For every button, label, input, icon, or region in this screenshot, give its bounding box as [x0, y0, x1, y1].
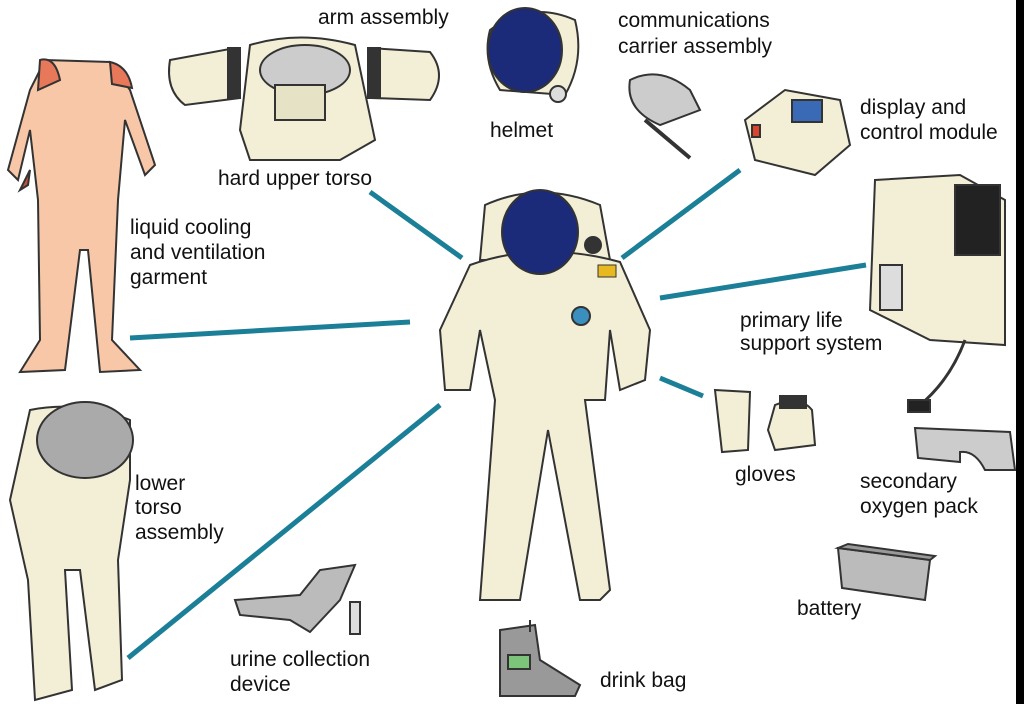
- label-ucd-line1: urine collection: [230, 648, 371, 671]
- label-lcvg-line1: liquid cooling: [130, 216, 252, 239]
- leader-gloves: [659, 375, 704, 399]
- label-lcvg-line2: and ventilation: [130, 241, 266, 264]
- label-comms-line1: communications: [618, 9, 770, 32]
- label-lta-line1: lower: [135, 472, 186, 495]
- leader-lcvg: [129, 319, 411, 341]
- leader-lta: [126, 403, 442, 660]
- spacesuit-illustration: [438, 189, 652, 601]
- label-helmet: helmet: [490, 119, 554, 142]
- battery-illustration: [834, 542, 938, 602]
- hut-illustration: [168, 36, 440, 161]
- leader-plss: [659, 262, 867, 301]
- label-drink-bag: drink bag: [600, 669, 687, 692]
- drink-bag-illustration: [499, 620, 582, 697]
- sop-illustration: [913, 426, 1017, 471]
- leader-dcm: [620, 167, 742, 261]
- label-plss-line1: primary life: [740, 309, 843, 332]
- label-plss-line2: support system: [740, 332, 883, 355]
- dcm-illustration: [743, 88, 852, 177]
- ucd-illustration: [233, 563, 361, 635]
- lta-illustration: [8, 401, 134, 702]
- plss-illustration: [868, 173, 1006, 413]
- label-dcm-line1: display and: [860, 96, 967, 119]
- label-comms-line2: carrier assembly: [618, 35, 773, 58]
- label-sop-line2: oxygen pack: [860, 495, 978, 518]
- leader-hut: [368, 189, 464, 261]
- label-sop-line1: secondary: [860, 470, 957, 493]
- label-dcm-line2: control module: [860, 121, 998, 144]
- label-arm-assembly: arm assembly: [318, 6, 449, 29]
- label-ucd-line2: device: [230, 673, 291, 696]
- leader-lines: [126, 167, 867, 660]
- comms-illustration: [628, 73, 702, 160]
- label-lta-line2: torso: [135, 496, 182, 519]
- label-gloves: gloves: [735, 463, 796, 486]
- label-battery: battery: [797, 597, 862, 620]
- lcvg-illustration: [6, 58, 157, 374]
- right-border: [1016, 0, 1024, 704]
- helmet-illustration: [486, 7, 580, 103]
- label-lcvg-line3: garment: [130, 266, 208, 289]
- gloves-illustration: [713, 388, 817, 454]
- label-lta-line3: assembly: [135, 521, 224, 544]
- label-hut: hard upper torso: [218, 167, 373, 190]
